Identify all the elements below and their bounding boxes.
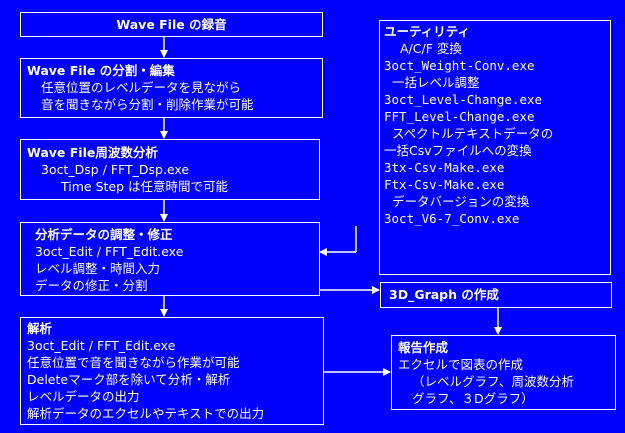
- analysis-line: 解析データのエクセルやテキストでの出力: [27, 406, 265, 421]
- recording-box: Wave File の録音: [20, 12, 323, 37]
- utility-line: FFT_Level-Change.exe: [384, 109, 535, 124]
- report-line: グラフ、３Dグラフ）: [412, 391, 534, 406]
- split-edit-box: Wave File の分割・編集 任意位置のレベルデータを見ながら 音を聞きなが…: [20, 58, 323, 118]
- split-edit-line: 任意位置のレベルデータを見ながら: [41, 80, 242, 95]
- adjust-title: 分析データの調整・修正: [35, 227, 173, 242]
- utility-line: 3oct_V6-7_Conv.exe: [384, 211, 520, 226]
- report-line: （レベルグラフ、周波数分析: [412, 374, 575, 389]
- analysis-line: Deleteマーク部を除いて分析・解析: [27, 372, 231, 387]
- utility-line: 3tx-Csv-Make.exe: [384, 160, 505, 175]
- report-title: 報告作成: [398, 340, 449, 355]
- utility-line: スペクトルテキストデータの: [392, 126, 554, 141]
- analysis-box: 解析 3oct_Edit / FFT_Edit.exe 任意位置で音を聞きながら…: [20, 317, 324, 425]
- utility-box: ユーティリティ A/C/F 変換 3oct_Weight-Conv.exe 一括…: [379, 20, 611, 275]
- report-box: 報告作成 エクセルで図表の作成 （レベルグラフ、周波数分析 グラフ、３Dグラフ）: [391, 335, 616, 410]
- freq-analysis-line: 3oct_Dsp / FFT_Dsp.exe: [41, 162, 190, 177]
- utility-line: 3oct_Weight-Conv.exe: [384, 58, 535, 73]
- utility-line: データバージョンの変換: [392, 194, 530, 209]
- recording-title: Wave File の録音: [116, 17, 227, 32]
- utility-line: Ftx-Csv-Make.exe: [384, 177, 505, 192]
- graph3d-title: 3D_Graph の作成: [389, 287, 499, 302]
- split-edit-line: 音を聞きながら分割・削除作業が可能: [41, 97, 254, 112]
- split-edit-title: Wave File の分割・編集: [27, 63, 175, 78]
- adjust-box: 分析データの調整・修正 3oct_Edit / FFT_Edit.exe レベル…: [20, 222, 320, 296]
- utility-line: 一括レベル調整: [392, 75, 480, 90]
- report-line: エクセルで図表の作成: [398, 357, 524, 372]
- analysis-line: レベルデータの出力: [27, 389, 140, 404]
- adjust-line: データの修正・分割: [35, 278, 148, 293]
- adjust-line: 3oct_Edit / FFT_Edit.exe: [35, 244, 184, 259]
- utility-title: ユーティリティ: [384, 24, 471, 39]
- graph3d-box: 3D_Graph の作成: [380, 282, 612, 308]
- analysis-line: 3oct_Edit / FFT_Edit.exe: [27, 338, 176, 353]
- analysis-title: 解析: [27, 321, 53, 336]
- freq-analysis-title: Wave File周波数分析: [27, 145, 158, 160]
- analysis-line: 任意位置で音を聞きながら作業が可能: [27, 355, 240, 370]
- utility-line: A/C/F 変換: [400, 41, 462, 56]
- utility-line: 一括Csvファイルへの変換: [384, 143, 532, 158]
- utility-line: 3oct_Level-Change.exe: [384, 92, 543, 107]
- freq-analysis-line: Time Step は任意時間で可能: [61, 179, 228, 194]
- freq-analysis-box: Wave File周波数分析 3oct_Dsp / FFT_Dsp.exe Ti…: [20, 139, 320, 200]
- adjust-line: レベル調整・時間入力: [35, 261, 161, 276]
